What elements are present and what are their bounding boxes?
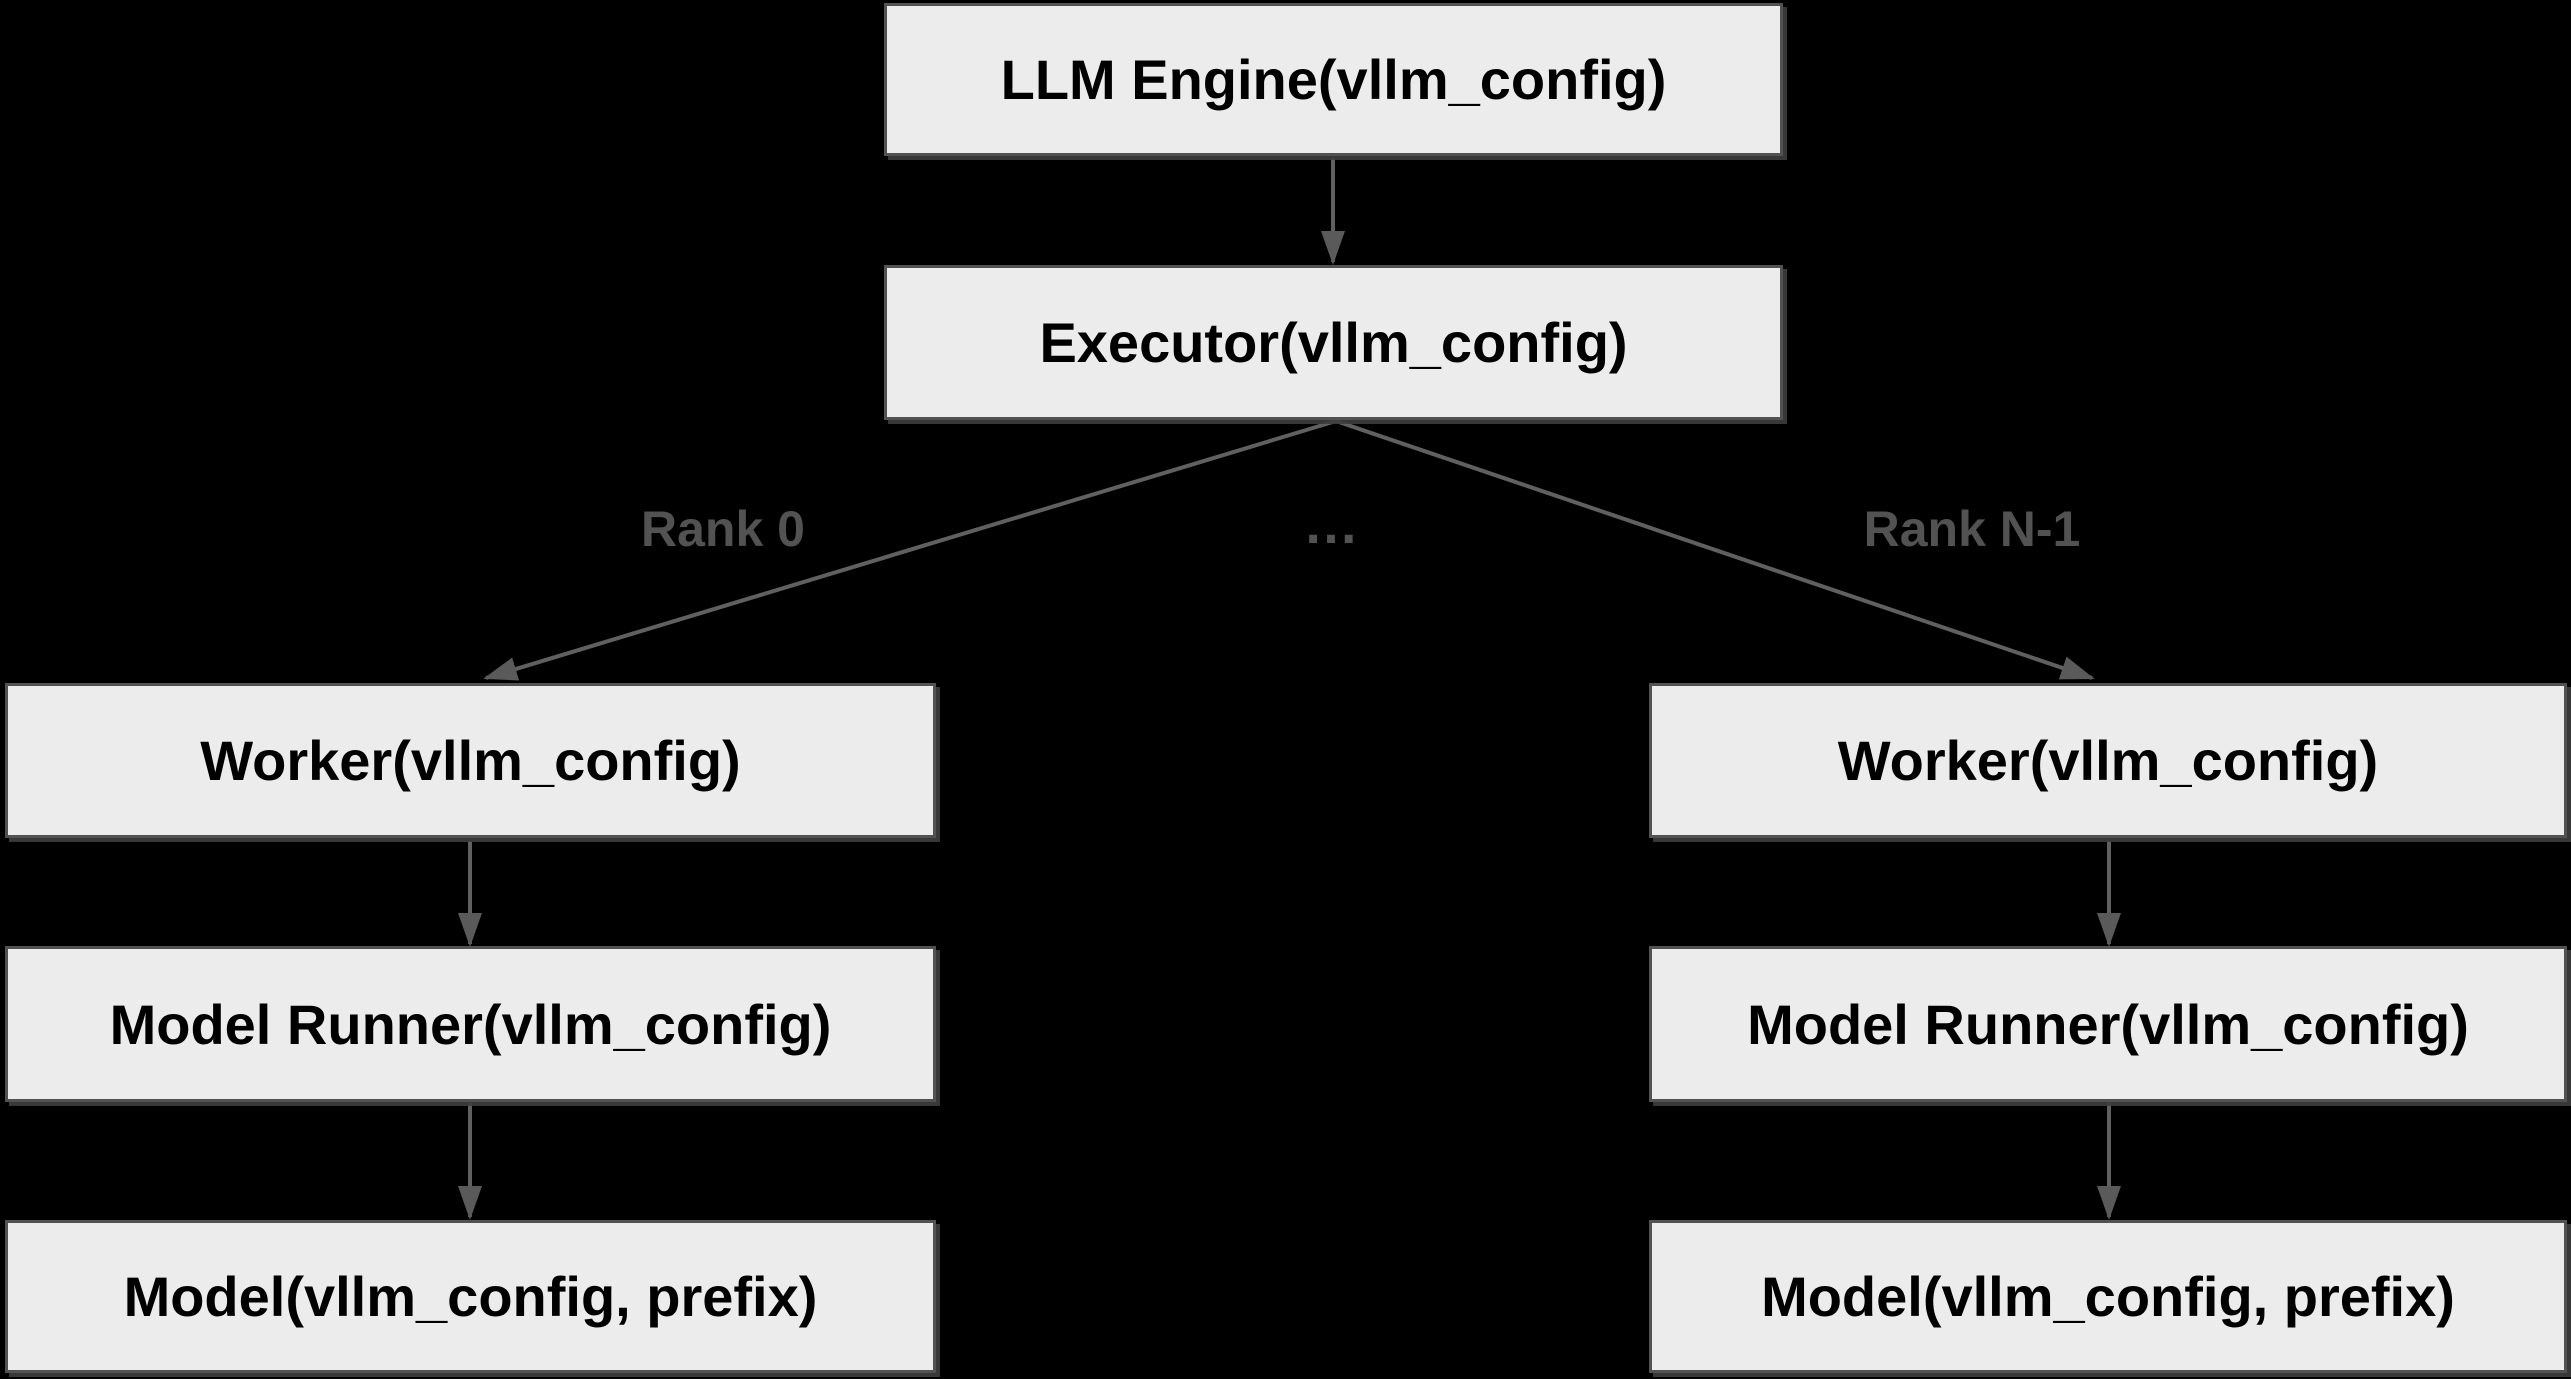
node-worker-rankn: Worker(vllm_config) bbox=[1649, 683, 2567, 838]
node-model-runner-rank0: Model Runner(vllm_config) bbox=[5, 946, 936, 1102]
edge-label-rank-n-1: Rank N-1 bbox=[1863, 501, 2081, 557]
node-model-rankn: Model(vllm_config, prefix) bbox=[1649, 1220, 2567, 1373]
node-worker-rank0: Worker(vllm_config) bbox=[5, 683, 936, 838]
node-llm-engine-label: LLM Engine(vllm_config) bbox=[1000, 48, 1667, 111]
node-model-runner-rank0-label: Model Runner(vllm_config) bbox=[109, 992, 832, 1056]
node-model-rank0-label: Model(vllm_config, prefix) bbox=[123, 1265, 818, 1328]
node-worker-rank0-label: Worker(vllm_config) bbox=[200, 729, 741, 792]
node-model-runner-rankn: Model Runner(vllm_config) bbox=[1649, 946, 2567, 1102]
node-model-rankn-label: Model(vllm_config, prefix) bbox=[1761, 1265, 2455, 1328]
node-executor: Executor(vllm_config) bbox=[884, 265, 1783, 420]
node-llm-engine: LLM Engine(vllm_config) bbox=[884, 3, 1783, 156]
node-worker-rankn-label: Worker(vllm_config) bbox=[1837, 729, 2379, 792]
node-model-rank0: Model(vllm_config, prefix) bbox=[5, 1220, 936, 1373]
edge-label-ellipsis: … bbox=[1303, 492, 1359, 555]
node-executor-label: Executor(vllm_config) bbox=[1039, 311, 1628, 374]
node-model-runner-rankn-label: Model Runner(vllm_config) bbox=[1747, 992, 2469, 1056]
edge-label-rank-0: Rank 0 bbox=[641, 501, 805, 557]
